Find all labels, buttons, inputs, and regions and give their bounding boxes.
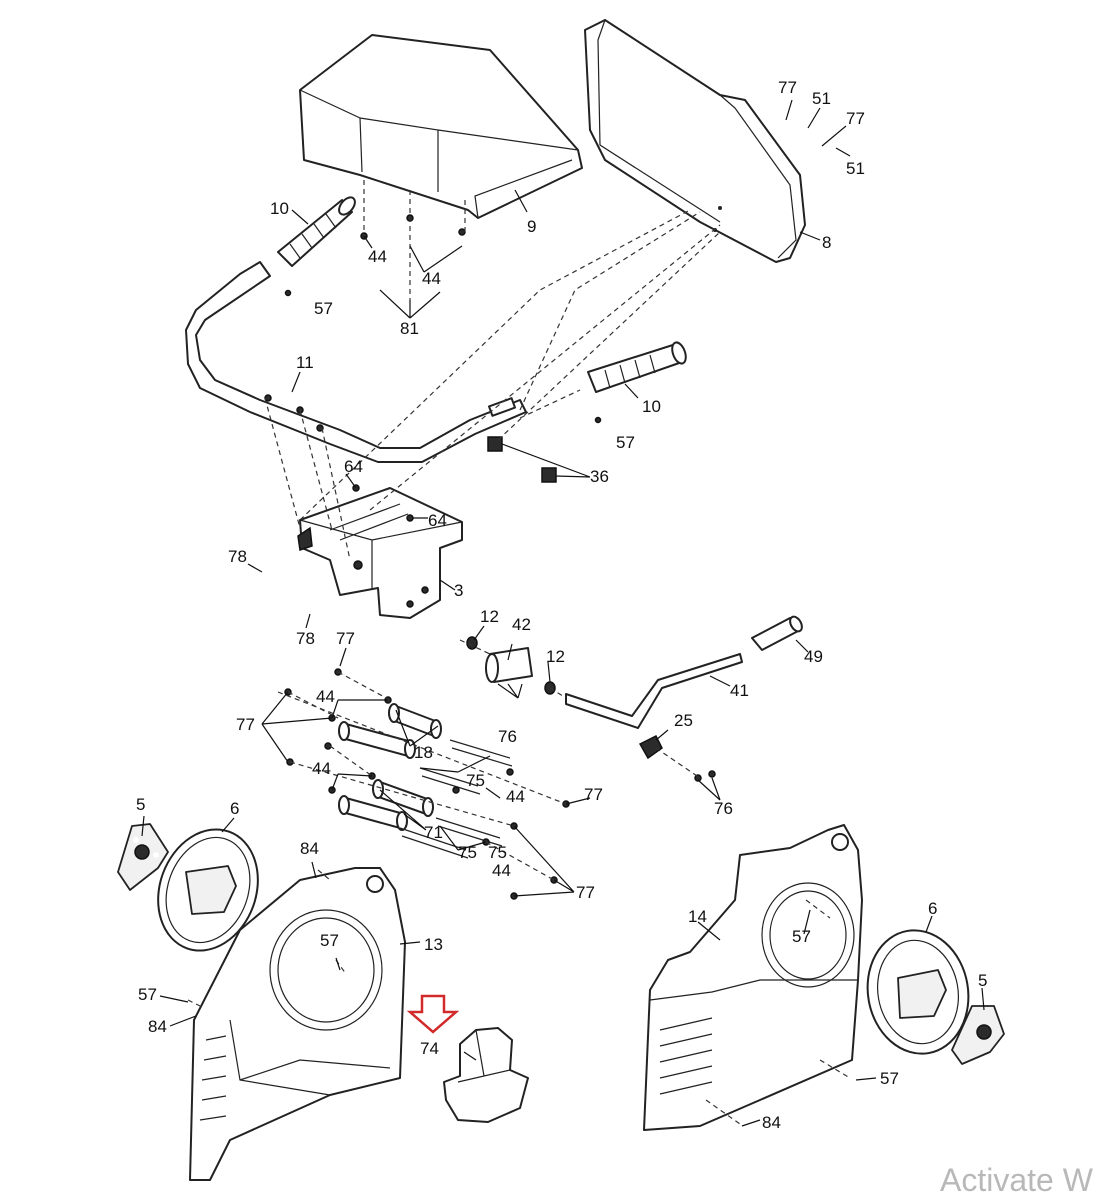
label-part-25: 25 xyxy=(674,711,693,730)
label-part-5-right: 5 xyxy=(978,971,987,990)
label-part-44-e: 44 xyxy=(506,787,525,806)
label-part-77-e: 77 xyxy=(584,785,603,804)
lever-part-41 xyxy=(565,653,743,729)
label-part-49: 49 xyxy=(804,647,823,666)
label-part-13: 13 xyxy=(424,935,443,954)
label-part-78-a: 78 xyxy=(228,547,247,566)
label-part-57-f: 57 xyxy=(880,1069,899,1088)
label-part-10-left: 10 xyxy=(270,199,289,218)
disc-part-6-right xyxy=(866,929,970,1055)
grip-part-10-right xyxy=(587,341,687,393)
label-part-57-c: 57 xyxy=(320,931,339,950)
label-part-77-b: 77 xyxy=(846,109,865,128)
label-part-77-a: 77 xyxy=(778,78,797,97)
bumper-part-36-a xyxy=(487,436,503,452)
label-part-44-top-a: 44 xyxy=(368,247,387,266)
knob-assembly-part-42 xyxy=(466,636,556,695)
label-part-76-a: 76 xyxy=(498,727,517,746)
shroud-part-14 xyxy=(643,824,863,1131)
label-part-44-top-b: 44 xyxy=(422,269,441,288)
label-part-42: 42 xyxy=(512,615,531,634)
label-part-3: 3 xyxy=(454,581,463,600)
shroud-part-13 xyxy=(189,867,406,1181)
part-labels: 9 8 10 10 11 44 44 81 57 57 77 51 77 51 … xyxy=(136,78,987,1132)
seat-part-9 xyxy=(299,34,583,219)
backrest-part-8 xyxy=(584,19,806,263)
label-part-64-a: 64 xyxy=(344,457,363,476)
label-part-18: 18 xyxy=(414,743,433,762)
label-part-41: 41 xyxy=(730,681,749,700)
label-part-6-right: 6 xyxy=(928,899,937,918)
label-part-44-d: 44 xyxy=(312,759,331,778)
label-part-57-b: 57 xyxy=(616,433,635,452)
label-part-75-b: 75 xyxy=(458,843,477,862)
label-part-84-a: 84 xyxy=(300,839,319,858)
label-part-64-b: 64 xyxy=(428,511,447,530)
label-part-84-c: 84 xyxy=(762,1113,781,1132)
label-part-57-d: 57 xyxy=(138,985,157,1004)
seat-carriage-part-3 xyxy=(297,487,463,619)
disc-part-6-left xyxy=(157,828,259,952)
label-part-9: 9 xyxy=(527,217,536,236)
label-part-12-b: 12 xyxy=(546,647,565,666)
handle-part-49 xyxy=(751,615,803,651)
label-part-84-b: 84 xyxy=(148,1017,167,1036)
label-part-5-left: 5 xyxy=(136,795,145,814)
crank-part-5-right xyxy=(951,1005,1005,1065)
assembly-lines xyxy=(187,180,851,1125)
label-part-81: 81 xyxy=(400,319,419,338)
watermark-text: Activate W xyxy=(940,1162,1093,1198)
label-part-36: 36 xyxy=(590,467,609,486)
grip-part-10-left xyxy=(277,196,356,267)
label-part-75-a: 75 xyxy=(466,771,485,790)
label-part-78-b: 78 xyxy=(296,629,315,648)
label-part-76-b: 76 xyxy=(714,799,733,818)
label-part-51-b: 51 xyxy=(846,159,865,178)
label-part-8: 8 xyxy=(822,233,831,252)
highlight-arrow-icon xyxy=(406,994,460,1034)
label-part-75-c: 75 xyxy=(488,843,507,862)
leader-lines xyxy=(141,99,985,1127)
handlebar-part-11 xyxy=(185,261,527,463)
label-part-44-c: 44 xyxy=(316,687,335,706)
label-part-14: 14 xyxy=(688,907,707,926)
bumper-part-36-b xyxy=(541,467,557,483)
label-part-77-d: 77 xyxy=(236,715,255,734)
label-part-12-a: 12 xyxy=(480,607,499,626)
crank-part-5-left xyxy=(117,823,169,891)
bracket-part-25 xyxy=(638,734,663,760)
label-part-57-e: 57 xyxy=(792,927,811,946)
label-part-44-f: 44 xyxy=(492,861,511,880)
label-part-6-left: 6 xyxy=(230,799,239,818)
rollers-part-71 xyxy=(338,779,434,831)
label-part-51-a: 51 xyxy=(812,89,831,108)
cover-part-74 xyxy=(443,1027,529,1123)
label-part-77-f: 77 xyxy=(576,883,595,902)
label-part-77-c: 77 xyxy=(336,629,355,648)
label-part-74: 74 xyxy=(420,1039,439,1058)
label-part-71: 71 xyxy=(424,823,443,842)
label-part-57-a: 57 xyxy=(314,299,333,318)
label-part-10-right: 10 xyxy=(642,397,661,416)
label-part-11: 11 xyxy=(296,353,314,372)
